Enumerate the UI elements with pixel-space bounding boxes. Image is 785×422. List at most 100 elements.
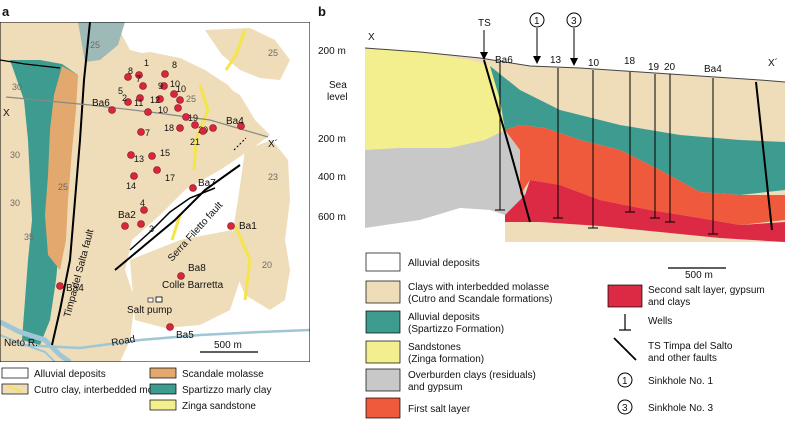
sinkhole-marker[interactable] bbox=[161, 70, 169, 78]
legend-label-line: Cutro clay, interbedded molasse bbox=[34, 385, 177, 396]
sinkhole-label: 5 bbox=[118, 86, 123, 96]
sinkhole-marker[interactable] bbox=[144, 108, 152, 116]
sinkhole-label: 13 bbox=[134, 154, 144, 164]
dip-label: 30 bbox=[10, 150, 20, 160]
sinkhole-1-icon[interactable] bbox=[529, 12, 545, 28]
sinkhole-label: 17 bbox=[165, 173, 175, 183]
sinkhole-marker[interactable] bbox=[176, 124, 184, 132]
geologic-map bbox=[0, 22, 310, 362]
well-ba6[interactable] bbox=[108, 106, 116, 114]
sinkhole-marker[interactable] bbox=[153, 166, 161, 174]
sinkhole-marker[interactable] bbox=[209, 124, 217, 132]
legend-swatch bbox=[365, 280, 401, 304]
dip-label: 25 bbox=[90, 40, 100, 50]
y-tick-label: 200 m bbox=[318, 134, 346, 145]
legend-label: Sinkhole No. 3 bbox=[648, 403, 713, 414]
well-top-label: 18 bbox=[624, 56, 636, 67]
well-label: Ba5 bbox=[176, 330, 194, 341]
well-ba1[interactable] bbox=[227, 222, 235, 230]
sinkhole-label: 10 bbox=[176, 84, 186, 94]
sinkhole-marker[interactable] bbox=[156, 95, 164, 103]
sinkhole-marker[interactable] bbox=[127, 151, 135, 159]
legend-label: Sinkhole No. 1 bbox=[648, 376, 713, 387]
well-top-label: 20 bbox=[664, 62, 676, 73]
legend-swatch bbox=[365, 340, 401, 364]
legend-label: Sandstones bbox=[408, 342, 461, 353]
well-ba4-map[interactable] bbox=[237, 122, 245, 130]
dashed-line bbox=[233, 137, 247, 151]
legend-swatch bbox=[1, 367, 29, 379]
legend-label: (Zinga formation) bbox=[408, 354, 484, 365]
well-label: Ba1 bbox=[239, 221, 257, 232]
sinkhole-label: 7 bbox=[136, 74, 141, 84]
sinkhole-marker[interactable] bbox=[199, 127, 207, 135]
legend-label: Second salt layer, gypsum bbox=[648, 285, 765, 296]
sinkhole-3-icon[interactable] bbox=[566, 12, 582, 28]
sinkhole-marker[interactable] bbox=[136, 94, 144, 102]
neto-river bbox=[0, 319, 72, 362]
sinkhole-marker[interactable] bbox=[160, 82, 168, 90]
cross-section bbox=[364, 47, 785, 242]
dip-label: 25 bbox=[268, 48, 278, 58]
ts-fault-line bbox=[483, 59, 531, 223]
well-ba2[interactable] bbox=[121, 222, 129, 230]
well-ba8[interactable] bbox=[177, 272, 185, 280]
sinkhole-marker[interactable] bbox=[135, 71, 143, 79]
sinkhole-marker[interactable] bbox=[130, 172, 138, 180]
sinkhole-label: 12 bbox=[150, 95, 160, 105]
well-label: Ba7 bbox=[198, 178, 216, 189]
scandale-band bbox=[45, 66, 78, 270]
sinkhole-marker[interactable] bbox=[139, 82, 147, 90]
sinkhole-3-legend-number: 3 bbox=[622, 403, 628, 414]
well-label: Ba2 bbox=[118, 210, 136, 221]
colle-barretta-label: Colle Barretta bbox=[162, 280, 224, 291]
dip-label: 20 bbox=[262, 260, 272, 270]
legend-label: Scandale molasse bbox=[182, 369, 264, 380]
well-label: Ba4 bbox=[66, 283, 84, 294]
sinkhole-marker[interactable] bbox=[124, 73, 132, 81]
sinkhole-label: 7 bbox=[145, 128, 150, 138]
legend-label: and gypsum bbox=[408, 382, 462, 393]
sinkhole-marker[interactable] bbox=[176, 96, 184, 104]
second-salt-layer bbox=[505, 180, 785, 242]
legend-swatch bbox=[149, 399, 177, 411]
legend-label: Clays with interbedded molasse bbox=[408, 282, 550, 293]
section-legend: Alluvial deposits Clays with interbedded… bbox=[365, 252, 765, 419]
legend-swatch-streak bbox=[7, 385, 23, 393]
map-scale-label: 500 m bbox=[214, 340, 242, 351]
sinkhole-label: 19 bbox=[188, 113, 198, 123]
panel-b-label: b bbox=[318, 4, 326, 19]
well-ba7[interactable] bbox=[189, 184, 197, 192]
sinkhole-marker[interactable] bbox=[124, 98, 132, 106]
spartizzo-layer bbox=[490, 66, 785, 195]
cutro-clay-lobe-2 bbox=[232, 140, 290, 310]
dip-label: 23 bbox=[268, 172, 278, 182]
legend-swatch bbox=[607, 284, 643, 308]
sinkhole-label: 9 bbox=[158, 81, 163, 91]
zinga-streak-1 bbox=[192, 84, 210, 171]
topography-line bbox=[364, 47, 785, 83]
sinkhole-marker[interactable] bbox=[140, 206, 148, 214]
well-label: Ba4 bbox=[226, 116, 244, 127]
sinkhole-marker[interactable] bbox=[170, 90, 178, 98]
cutro-clay-lobe bbox=[205, 28, 290, 80]
neto-label: Neto R. bbox=[4, 338, 38, 349]
sinkhole-marker[interactable] bbox=[174, 104, 182, 112]
legend-label: TS Timpa del Salto bbox=[648, 341, 733, 352]
sinkhole-marker[interactable] bbox=[137, 128, 145, 136]
dip-label: 30 bbox=[10, 198, 20, 208]
sinkhole-marker[interactable] bbox=[137, 220, 145, 228]
y-tick-label: 400 m bbox=[318, 172, 346, 183]
sinkhole-label: 21 bbox=[190, 137, 200, 147]
sinkhole-marker[interactable] bbox=[148, 152, 156, 160]
sinkhole-label: 18 bbox=[164, 123, 174, 133]
legend-label: Alluvial deposits bbox=[408, 258, 480, 269]
sinkhole-3-arrow-head bbox=[570, 58, 578, 66]
sinkhole-marker[interactable] bbox=[182, 113, 190, 121]
sinkhole-marker[interactable] bbox=[191, 121, 199, 129]
well-ba5[interactable] bbox=[166, 323, 174, 331]
well-top-label: Ba4 bbox=[704, 64, 722, 75]
well-ba4-west[interactable] bbox=[56, 282, 64, 290]
section-x-end: X´ bbox=[768, 57, 778, 69]
dip-label: 25 bbox=[58, 182, 68, 192]
